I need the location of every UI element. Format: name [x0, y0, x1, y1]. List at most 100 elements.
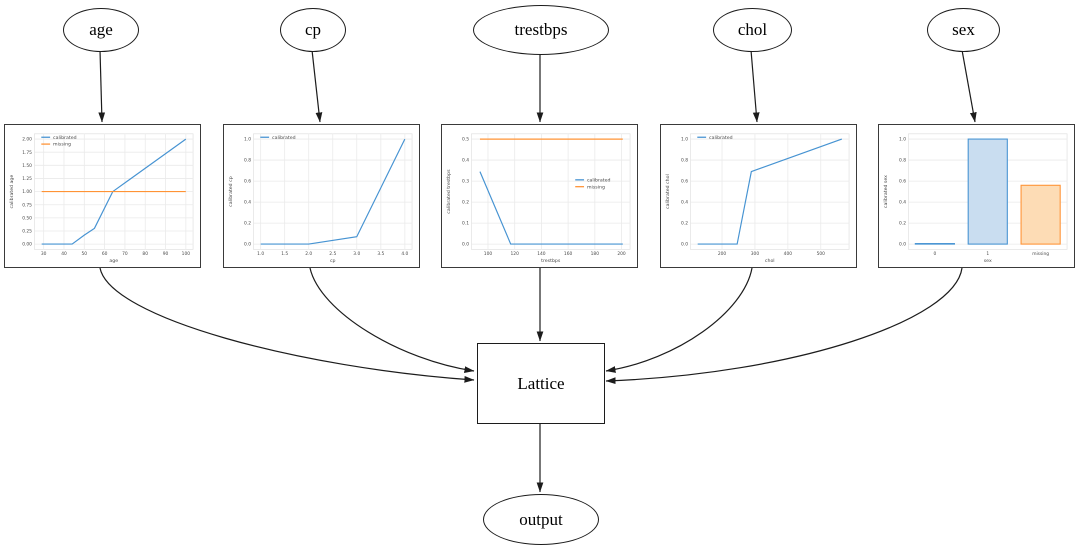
svg-text:80: 80 [142, 251, 148, 257]
input-node-age-label: age [89, 20, 113, 39]
svg-text:calibrated cp: calibrated cp [228, 176, 234, 207]
svg-text:0.4: 0.4 [244, 200, 251, 206]
input-node-trestbps-label: trestbps [514, 20, 568, 39]
svg-text:100: 100 [182, 251, 191, 257]
edge-chol-to-lattice [605, 267, 753, 373]
svg-text:trestbps: trestbps [541, 258, 561, 264]
input-node-chol-label: chol [737, 20, 768, 39]
calibration-plot-sex: 0.0 0.2 0.4 0.6 0.8 1.0 0 1 missing sex calibrated… [883, 133, 1068, 264]
svg-text:calibrated sex: calibrated sex [883, 175, 889, 208]
svg-text:calibrated: calibrated [709, 135, 733, 141]
input-node-sex: sex [927, 8, 1000, 52]
svg-text:3.5: 3.5 [377, 251, 384, 257]
svg-text:0.0: 0.0 [899, 242, 906, 248]
svg-text:120: 120 [511, 251, 520, 257]
svg-text:chol: chol [765, 258, 775, 264]
svg-text:missing: missing [1032, 251, 1049, 257]
svg-text:0.4: 0.4 [462, 158, 469, 164]
svg-text:50: 50 [82, 251, 88, 257]
calibration-chart-chol: 0.0 0.2 0.4 0.6 0.8 1.0 200 300 400 500 chol calibr… [660, 124, 857, 268]
svg-text:200: 200 [718, 251, 727, 257]
svg-text:0: 0 [933, 251, 936, 257]
calibration-chart-sex: 0.0 0.2 0.4 0.6 0.8 1.0 0 1 missing sex calibrated… [878, 124, 1075, 268]
svg-text:2.5: 2.5 [329, 251, 336, 257]
svg-text:1.0: 1.0 [244, 137, 251, 143]
svg-text:30: 30 [41, 251, 47, 257]
svg-text:calibrated trestbps: calibrated trestbps [446, 169, 452, 214]
svg-text:cp: cp [330, 259, 336, 264]
svg-text:calibrated age: calibrated age [9, 175, 15, 209]
svg-text:sex: sex [984, 259, 992, 264]
svg-text:1.25: 1.25 [22, 176, 32, 182]
input-node-cp: cp [280, 8, 346, 52]
svg-text:300: 300 [751, 251, 760, 257]
lattice-node-label: Lattice [517, 373, 565, 393]
svg-text:calibrated chol: calibrated chol [665, 174, 671, 209]
lattice-node: Lattice [477, 343, 605, 424]
svg-text:0.5: 0.5 [462, 137, 469, 143]
svg-text:0.6: 0.6 [244, 179, 251, 185]
output-node-label: output [519, 509, 563, 529]
svg-text:0.0: 0.0 [681, 242, 688, 248]
svg-text:1.0: 1.0 [899, 137, 906, 143]
svg-text:2.00: 2.00 [22, 137, 32, 143]
calibration-plot-chol: 0.0 0.2 0.4 0.6 0.8 1.0 200 300 400 500 chol calibr… [665, 133, 850, 264]
svg-text:140: 140 [537, 251, 546, 257]
svg-text:4.0: 4.0 [401, 251, 408, 257]
svg-text:0.6: 0.6 [899, 179, 906, 185]
input-node-trestbps: trestbps [473, 5, 609, 55]
svg-text:calibrated: calibrated [272, 135, 296, 141]
input-node-age: age [63, 8, 139, 52]
svg-text:40: 40 [61, 251, 67, 257]
input-node-cp-label: cp [304, 20, 322, 39]
svg-text:age: age [109, 259, 118, 264]
svg-text:3.0: 3.0 [353, 251, 360, 257]
svg-text:0.2: 0.2 [244, 221, 251, 227]
calibration-chart-age: 0.00 0.25 0.50 0.75 1.00 1.25 1.50 1.75 2.00 30 40… [4, 124, 201, 268]
svg-text:90: 90 [163, 251, 169, 257]
svg-text:60: 60 [102, 251, 108, 257]
svg-text:0.50: 0.50 [22, 215, 32, 221]
svg-text:180: 180 [591, 251, 600, 257]
svg-text:2.0: 2.0 [305, 251, 312, 257]
svg-text:0.00: 0.00 [22, 242, 32, 248]
svg-text:1: 1 [986, 251, 989, 257]
edge-age-to-lattice [99, 267, 475, 383]
svg-text:400: 400 [784, 251, 793, 257]
svg-text:0.25: 0.25 [22, 229, 32, 235]
svg-text:100: 100 [484, 251, 493, 257]
edge-age-to-calibrator [98, 49, 106, 123]
svg-text:0.75: 0.75 [22, 202, 32, 208]
edge-chol-to-calibrator [750, 49, 760, 123]
svg-text:1.75: 1.75 [22, 150, 32, 156]
svg-text:1.5: 1.5 [281, 251, 288, 257]
input-node-chol: chol [713, 8, 792, 52]
svg-text:calibrated: calibrated [53, 135, 77, 141]
svg-text:0.2: 0.2 [681, 221, 688, 227]
input-node-sex-label: sex [952, 20, 975, 39]
svg-text:500: 500 [817, 251, 826, 257]
svg-text:1.50: 1.50 [22, 163, 32, 169]
output-node: output [483, 494, 599, 545]
edge-sex-to-calibrator [961, 49, 977, 123]
svg-text:0.3: 0.3 [462, 179, 469, 185]
svg-text:0.8: 0.8 [681, 158, 688, 164]
calibration-plot-cp: 0.0 0.2 0.4 0.6 0.8 1.0 1.0 1.5 2.0 2.5 3.0 3.5 4.0 c… [228, 133, 413, 264]
svg-text:calibrated: calibrated [587, 177, 611, 183]
svg-text:1.0: 1.0 [257, 251, 264, 257]
svg-text:0.0: 0.0 [462, 242, 469, 248]
svg-text:0.2: 0.2 [462, 200, 469, 206]
svg-text:0.8: 0.8 [899, 158, 906, 164]
svg-text:0.0: 0.0 [244, 242, 251, 248]
svg-text:1.00: 1.00 [22, 189, 32, 195]
svg-text:0.6: 0.6 [681, 179, 688, 185]
svg-text:0.1: 0.1 [462, 221, 469, 227]
svg-text:1.0: 1.0 [681, 137, 688, 143]
calibration-plot-age: 0.00 0.25 0.50 0.75 1.00 1.25 1.50 1.75 2.00 30 40… [9, 133, 194, 264]
svg-text:0.8: 0.8 [244, 158, 251, 164]
svg-text:0.2: 0.2 [899, 221, 906, 227]
svg-text:0.4: 0.4 [899, 200, 906, 206]
svg-text:0.4: 0.4 [681, 200, 688, 206]
